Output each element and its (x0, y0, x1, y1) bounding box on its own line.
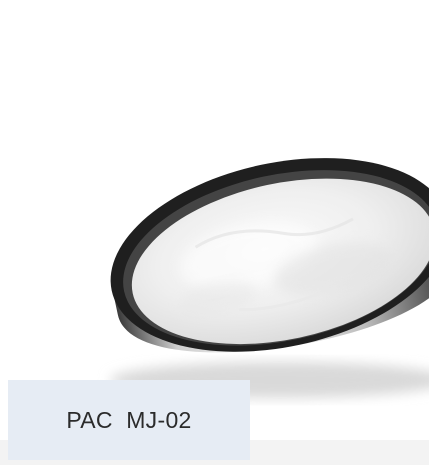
product-label: PAC MJ-02 (66, 406, 192, 433)
product-label-box: PAC MJ-02 (8, 380, 250, 460)
